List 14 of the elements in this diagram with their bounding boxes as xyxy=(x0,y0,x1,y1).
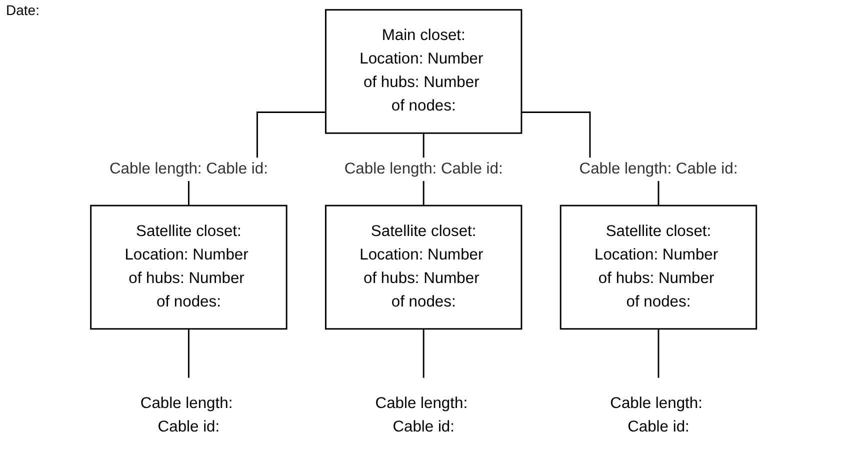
edge-label: Cable length: Cable id: xyxy=(110,160,268,178)
node-box: Satellite closet: Location: Number of hubs: Number of nodes: xyxy=(560,204,758,330)
node-box: Main closet: Location: Number of hubs: Number of nodes: xyxy=(325,9,523,134)
connector xyxy=(188,328,190,379)
connector xyxy=(658,328,660,379)
edge-label: Cable length: Cable id: xyxy=(344,160,504,178)
node-box: Satellite closet: Location: Number of hubs: Number of nodes: xyxy=(90,204,288,330)
edge-label: Cable length: Cable id: xyxy=(580,160,738,178)
node-text: Cable length: Cable id: xyxy=(376,395,468,436)
node-text: Cable length: Cable id: xyxy=(140,395,234,436)
node-text: Cable length: Cable id: xyxy=(610,395,703,436)
note-text: Date: xyxy=(6,2,40,18)
node-box: Satellite closet: Location: Number of hubs: Number of nodes: xyxy=(325,204,523,330)
connector xyxy=(423,328,425,379)
